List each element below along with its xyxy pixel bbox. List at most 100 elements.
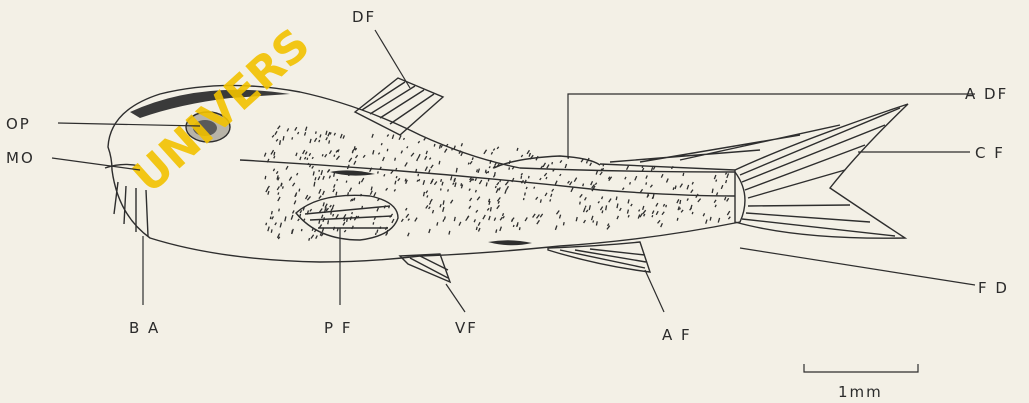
stipple-mark: [468, 206, 471, 209]
stipple-mark: [324, 203, 327, 208]
stipple-mark: [450, 200, 453, 204]
stipple-mark: [439, 145, 441, 149]
stipple-mark: [551, 189, 554, 192]
stipple-mark: [425, 166, 428, 171]
stipple-mark: [394, 189, 396, 192]
stipple-mark: [265, 176, 267, 180]
stipple-mark: [405, 214, 409, 218]
stipple-mark: [583, 220, 586, 224]
stipple-mark: [499, 226, 502, 231]
stipple-mark: [309, 153, 312, 156]
stipple-mark: [651, 215, 653, 217]
stipple-mark: [297, 219, 300, 222]
scale-bar-line: [804, 364, 918, 372]
stipple-mark: [418, 141, 421, 144]
stipple-mark: [313, 182, 315, 187]
stipple-mark: [458, 222, 461, 226]
stipple-mark: [490, 207, 492, 212]
stipple-mark: [391, 219, 394, 224]
stipple-mark: [297, 132, 299, 135]
stipple-mark: [601, 210, 603, 213]
stipple-mark: [687, 198, 689, 201]
stipple-mark: [652, 197, 654, 199]
stipple-mark: [334, 133, 336, 136]
stipple-mark: [282, 136, 284, 141]
stipple-mark: [359, 181, 361, 184]
stipple-mark: [444, 148, 447, 153]
stipple-mark: [519, 227, 521, 230]
stipple-mark: [322, 176, 325, 180]
stipple-mark: [425, 205, 428, 209]
stipple-mark: [491, 152, 493, 155]
stipple-mark: [663, 204, 665, 207]
scale-bar-label: 1mm: [838, 383, 883, 401]
stipple-mark: [401, 219, 404, 222]
stipple-mark: [513, 225, 515, 227]
stipple-mark: [442, 219, 444, 221]
stipple-mark: [313, 171, 315, 175]
stipple-mark: [318, 220, 320, 224]
stipple-mark: [528, 176, 530, 179]
stipple-mark: [404, 162, 408, 167]
stipple-mark: [309, 209, 312, 212]
stipple-mark: [274, 131, 277, 135]
stipple-mark: [321, 215, 323, 219]
stipple-mark: [271, 211, 273, 215]
stipple-mark: [342, 135, 345, 139]
stipple-mark: [533, 187, 535, 189]
stipple-mark: [645, 175, 648, 179]
stipple-mark: [500, 217, 503, 221]
stipple-mark: [376, 208, 379, 212]
body-stippling: [264, 125, 731, 241]
stipple-mark: [382, 157, 385, 161]
stipple-mark: [441, 182, 443, 186]
stipple-mark: [304, 157, 306, 160]
label-cf: C F: [975, 144, 1005, 162]
stipple-mark: [486, 182, 488, 186]
stipple-mark: [406, 146, 408, 148]
stipple-mark: [727, 211, 731, 216]
stipple-mark: [721, 185, 724, 189]
stipple-mark: [523, 198, 525, 200]
stipple-mark: [629, 182, 631, 185]
stipple-mark: [657, 220, 661, 224]
stipple-mark: [361, 178, 364, 183]
stipple-mark: [271, 216, 274, 219]
stipple-mark: [545, 177, 547, 180]
stipple-mark: [608, 198, 611, 202]
stipple-mark: [634, 176, 637, 181]
stipple-mark: [387, 149, 389, 152]
stipple-mark: [387, 134, 390, 137]
stipple-mark: [405, 208, 407, 211]
stipple-mark: [318, 170, 320, 172]
stipple-mark: [600, 206, 603, 210]
stipple-mark: [521, 173, 523, 176]
stipple-mark: [714, 200, 717, 204]
stipple-mark: [556, 210, 560, 215]
stipple-mark: [546, 164, 549, 168]
stipple-mark: [423, 192, 425, 197]
stipple-mark: [434, 144, 436, 147]
stipple-mark: [309, 139, 311, 144]
stipple-mark: [353, 161, 356, 165]
df-leader: [375, 30, 410, 88]
stipple-mark: [319, 134, 321, 137]
label-af: A F: [662, 326, 692, 344]
stipple-mark: [483, 149, 487, 154]
stipple-mark: [279, 140, 281, 145]
stipple-mark: [396, 176, 398, 179]
stipple-mark: [348, 158, 352, 163]
stipple-mark: [309, 165, 311, 168]
stipple-mark: [488, 179, 490, 181]
stipple-mark: [312, 157, 314, 159]
stipple-mark: [337, 228, 339, 231]
stipple-mark: [505, 181, 509, 186]
stipple-mark: [472, 157, 474, 160]
stipple-mark: [429, 157, 431, 160]
stipple-mark: [294, 200, 297, 204]
stipple-mark: [298, 189, 300, 192]
stipple-mark: [555, 225, 558, 230]
label-mo: MO: [6, 149, 35, 167]
stipple-mark: [276, 171, 279, 174]
